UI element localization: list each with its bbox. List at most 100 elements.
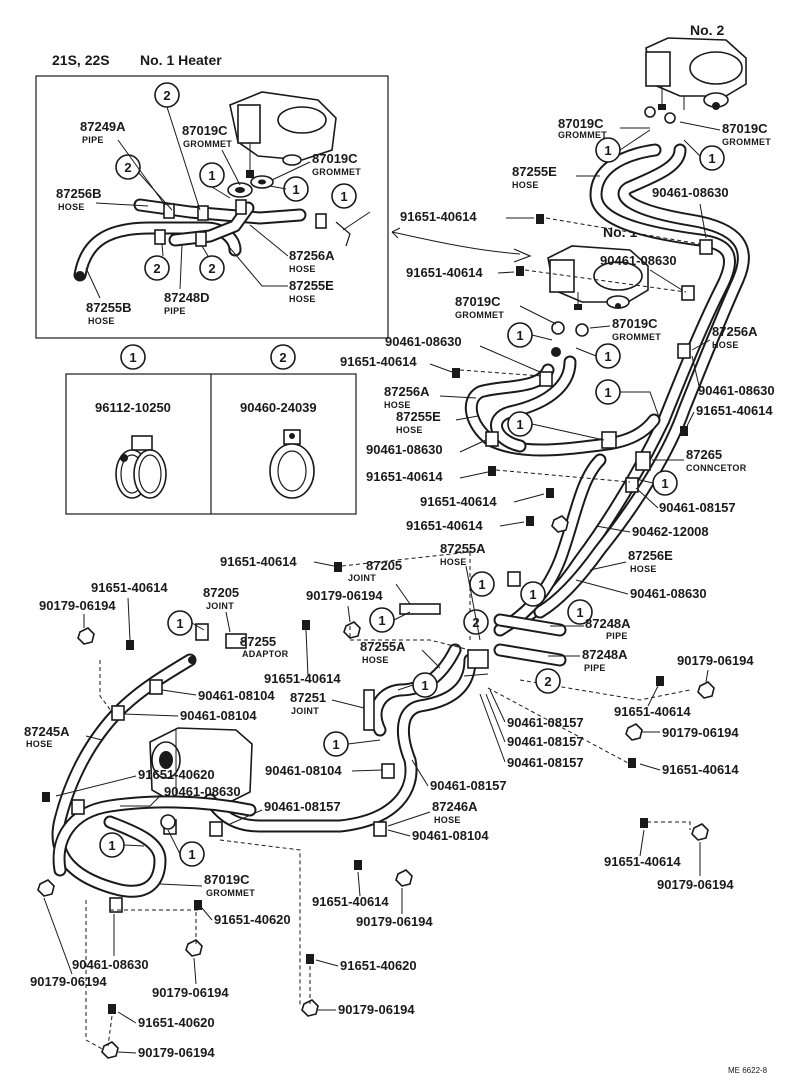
label-r9: 87019C [612,316,658,331]
clamp-legend-part-1: 96112-10250 [95,400,171,415]
label-r24: 87255A [440,541,486,556]
svg-text:1: 1 [340,189,347,204]
figure-code: ME 6622-8 [728,1066,768,1075]
label-r1: 87019C [558,116,604,131]
svg-text:87248D: 87248D [164,290,210,305]
svg-text:2: 2 [544,674,551,689]
label-r48: 90461-08104 [265,763,342,778]
inset-variant: 21S, 22S [52,52,110,68]
svg-text:1: 1 [292,182,299,197]
label-r65: 91651-40620 [340,958,417,973]
label-r63: 90179-06194 [30,974,107,989]
label-r42: 91651-40614 [614,704,691,719]
label-r41: 90461-08104 [180,708,257,723]
svg-text:HOSE: HOSE [26,739,53,749]
svg-text:PIPE: PIPE [606,631,628,641]
label-r8: 87019C [455,294,501,309]
svg-text:HOSE: HOSE [630,564,657,574]
label-r45: 90461-08157 [507,734,584,749]
label-r38: 90179-06194 [677,653,754,668]
clamp-legend-part-2: 90460-24039 [240,400,317,415]
connector-center [467,649,489,669]
svg-text:GROMMET: GROMMET [558,130,607,140]
svg-text:GROMMET: GROMMET [312,167,361,177]
svg-text:1: 1 [188,847,195,862]
main-callouts: 1 1 1 1 1 1 1 1 1 1 1 2 2 1 1 1 1 1 [99,129,725,867]
label-r32: 90179-06194 [306,588,383,603]
svg-text:JOINT: JOINT [291,706,319,716]
svg-text:87256B: 87256B [56,186,102,201]
svg-text:1: 1 [108,838,115,853]
label-r10: 87256A [712,324,758,339]
label-r16: 91651-40614 [696,403,773,418]
label-r5: 91651-40614 [400,209,477,224]
heater-no2: No. 2 [645,22,747,110]
svg-text:1: 1 [604,385,611,400]
label-r13: 87256A [384,384,430,399]
svg-text:1: 1 [516,328,523,343]
label-r47: 90461-08157 [507,755,584,770]
svg-text:1: 1 [176,616,183,631]
svg-text:87255E: 87255E [289,278,334,293]
inset-callouts: 2 2 1 1 1 2 2 [115,82,357,281]
svg-text:87249A: 87249A [80,119,126,134]
clamp-legend: 1 2 96112-10250 90460-24039 [65,344,357,515]
svg-text:87256A: 87256A [289,248,335,263]
svg-text:1: 1 [708,151,715,166]
svg-text:1: 1 [421,678,428,693]
label-r25: 87256E [628,548,673,563]
svg-text:1: 1 [478,577,485,592]
label-r46: 90179-06194 [662,725,739,740]
svg-text:JOINT: JOINT [348,573,376,583]
label-r6: 90461-08630 [600,253,677,268]
label-r67: 91651-40620 [138,1015,215,1030]
label-r57: 87019C [204,872,250,887]
svg-text:1: 1 [378,613,385,628]
svg-text:HOSE: HOSE [362,655,389,665]
svg-text:1: 1 [529,587,536,602]
label-r49: 91651-40614 [662,762,739,777]
svg-text:GROMMET: GROMMET [722,137,771,147]
label-r55: 90461-08104 [412,828,489,843]
svg-text:2: 2 [124,160,131,175]
inset-heater-unit [229,91,337,178]
label-r33: 87248A [585,616,631,631]
label-r37: 87248A [582,647,628,662]
label-r11: 90461-08630 [385,334,462,349]
label-r2: 87019C [722,121,768,136]
svg-text:1: 1 [516,417,523,432]
svg-text:1: 1 [604,143,611,158]
label-r29: 91651-40614 [91,580,168,595]
svg-text:GROMMET: GROMMET [612,332,661,342]
label-r26: 91651-40614 [220,554,297,569]
label-r51: 90461-08157 [430,778,507,793]
joint-87205-center [399,603,441,615]
svg-text:1: 1 [332,737,339,752]
svg-text:87019C: 87019C [182,123,228,138]
label-r17: 90461-08630 [366,442,443,457]
inset-panel: 21S, 22S No. 1 Heater [35,52,389,339]
label-r52: 90461-08630 [164,784,241,799]
label-r43: 90461-08157 [507,715,584,730]
label-r4: 90461-08630 [652,185,729,200]
svg-text:HOSE: HOSE [384,400,411,410]
label-r21: 90461-08157 [659,500,736,515]
inset-labels: 87249A PIPE 87019C GROMMET 87019C GROMME… [56,119,361,326]
label-r28: 90461-08630 [630,586,707,601]
svg-text:HOSE: HOSE [58,202,85,212]
svg-text:HOSE: HOSE [440,557,467,567]
svg-text:1: 1 [576,605,583,620]
label-r58: 91651-40614 [312,894,389,909]
label-r62: 90461-08630 [72,957,149,972]
inset-border [35,75,389,339]
inset-clamps [154,199,371,247]
label-r54: 87246A [432,799,478,814]
label-r59: 90179-06194 [356,914,433,929]
svg-text:HOSE: HOSE [88,316,115,326]
svg-text:2: 2 [153,261,160,276]
heater-no2-label: No. 2 [690,22,724,38]
clamp-legend-key-2 [270,344,296,370]
label-r30: 87205 [203,585,239,600]
clamp-type-2-drawing [269,429,315,499]
label-r60: 90179-06194 [657,877,734,892]
